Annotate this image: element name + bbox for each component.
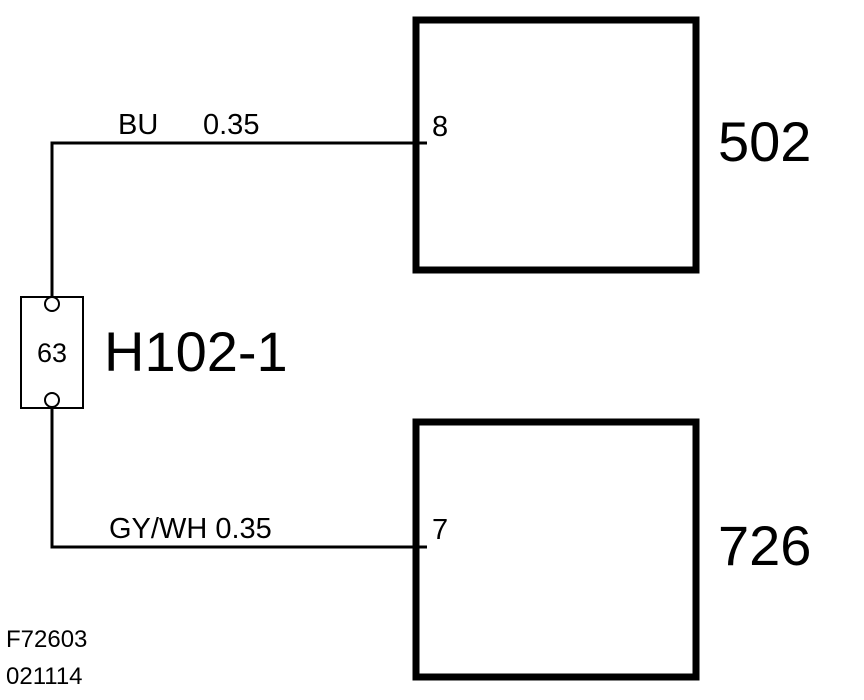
wire-top (50, 141, 427, 297)
wire-top-color: BU (118, 109, 158, 141)
wire-bottom (50, 401, 427, 549)
component-726-box (412, 418, 700, 681)
component-502-label: 502 (718, 110, 811, 173)
connector-pin-hole-bottom (44, 392, 60, 408)
figure-id: F72603 (6, 626, 87, 653)
component-502-box (412, 16, 700, 274)
component-502-pin: 8 (432, 111, 448, 143)
connector-label: H102-1 (104, 320, 288, 383)
component-726-label: 726 (718, 514, 811, 577)
figure-code: 021114 (6, 663, 83, 690)
wire-bottom-label: GY/WH 0.35 (109, 513, 272, 545)
component-726-pin: 7 (432, 514, 448, 546)
connector-pin-number: 63 (37, 338, 67, 368)
wire-top-size: 0.35 (203, 109, 259, 141)
connector-pin-hole-top (44, 296, 60, 312)
